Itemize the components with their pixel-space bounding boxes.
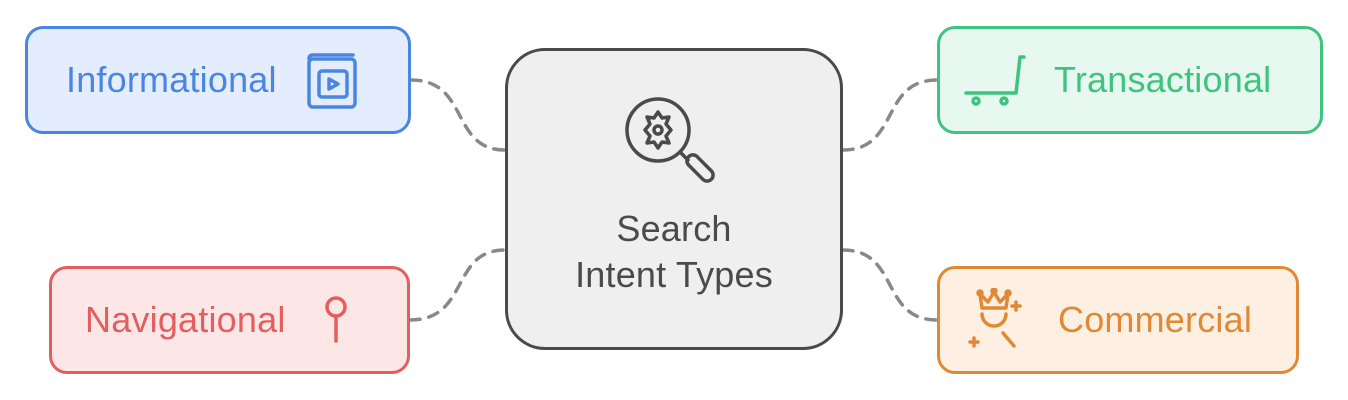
connector-transactional (841, 78, 939, 152)
center-title-line2: Intent Types (575, 254, 773, 295)
crown-search-icon (968, 288, 1028, 352)
node-center-search-intent-types[interactable]: Search Intent Types (505, 48, 843, 350)
search-gear-icon (624, 96, 724, 192)
node-label: Commercial (1058, 299, 1253, 340)
connector-informational (409, 78, 507, 152)
center-title: Search Intent Types (575, 206, 773, 298)
node-label: Informational (66, 59, 277, 100)
shopping-cart-icon (964, 53, 1026, 107)
node-informational[interactable]: Informational (25, 26, 411, 134)
node-navigational[interactable]: Navigational (49, 266, 410, 374)
node-label: Transactional (1054, 59, 1272, 100)
connector-commercial (841, 248, 939, 322)
node-commercial[interactable]: Commercial (937, 266, 1299, 374)
node-transactional[interactable]: Transactional (937, 26, 1323, 134)
connector-navigational (408, 248, 507, 322)
book-video-icon (305, 51, 357, 109)
node-label: Navigational (85, 299, 286, 340)
location-pin-icon (322, 295, 350, 345)
center-title-line1: Search (616, 208, 732, 249)
